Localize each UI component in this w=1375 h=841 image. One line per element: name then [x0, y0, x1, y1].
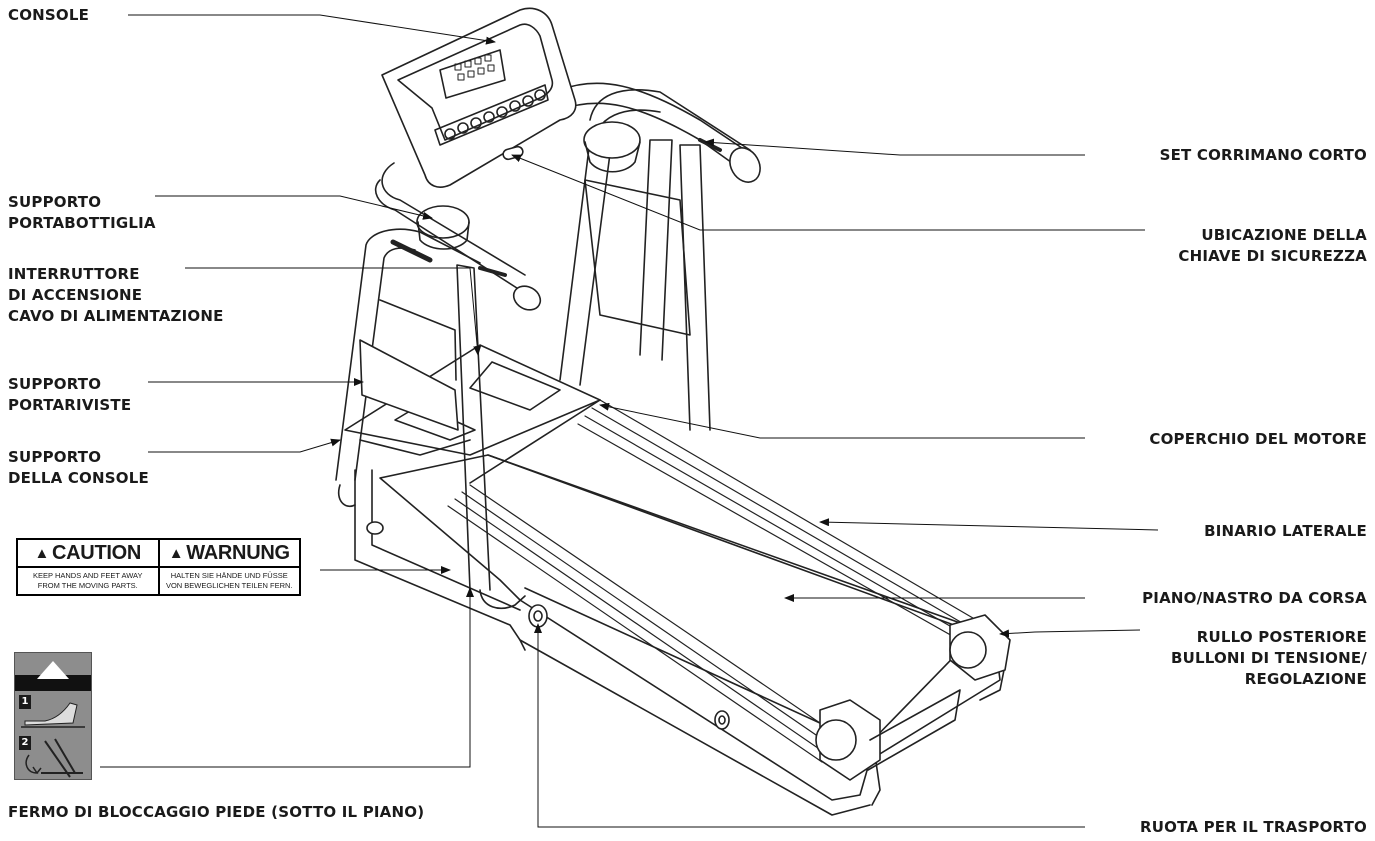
arrow-up-icon: [15, 661, 91, 691]
label-interruttore: INTERRUTTORE DI ACCENSIONE CAVO DI ALIME…: [8, 265, 224, 325]
foot-icon: [21, 702, 85, 728]
warning-triangle-icon: ▲: [168, 544, 184, 562]
label-fermo-bloccaggio: FERMO DI BLOCCAGGIO PIEDE (SOTTO IL PIAN…: [8, 803, 425, 821]
motor-cover: [344, 344, 601, 456]
handrail-left: [374, 162, 542, 311]
warning-triangle-icon: ▲: [34, 544, 50, 562]
caution-sticker: ▲ CAUTION KEEP HANDS AND FEET AWAY FROM …: [16, 538, 301, 596]
label-binario-laterale: BINARIO LATERALE: [1204, 522, 1367, 540]
caution-panel: ▲ CAUTION KEEP HANDS AND FEET AWAY FROM …: [18, 540, 158, 594]
rear-roller-caps: [815, 614, 1011, 781]
label-rullo-posteriore: RULLO POSTERIORE BULLONI DI TENSIONE/ RE…: [1170, 628, 1367, 688]
label-set-corrimano: SET CORRIMANO CORTO: [1159, 146, 1367, 164]
caution-text-line: KEEP HANDS AND FEET AWAY: [33, 571, 143, 580]
bottle-holder: [416, 205, 470, 250]
fold-lever-icon: [25, 738, 83, 778]
label-supporto-portariviste: SUPPORTO PORTARIVISTE: [8, 375, 132, 414]
warnung-panel: ▲ WARNUNG HALTEN SIE HÄNDE UND FÜSSE VON…: [157, 540, 299, 594]
label-piano-nastro: PIANO/NASTRO DA CORSA: [1142, 589, 1367, 607]
step-number: 1: [19, 695, 31, 709]
step-number: 2: [19, 736, 31, 750]
warnung-text-line: VON BEWEGLICHEN TEILEN FERN.: [165, 581, 293, 590]
caution-text-line: FROM THE MOVING PARTS.: [37, 581, 138, 590]
handrail-right: [559, 82, 761, 183]
label-ubicazione-chiave: UBICAZIONE DELLA CHIAVE DI SICUREZZA: [1178, 226, 1367, 265]
caution-title: CAUTION: [52, 541, 142, 564]
label-supporto-portabottiglia: SUPPORTO PORTABOTTIGLIA: [8, 193, 156, 232]
transport-wheels: [366, 521, 730, 730]
warnung-text-line: HALTEN SIE HÄNDE UND FÜSSE: [170, 571, 288, 580]
label-supporto-console: SUPPORTO DELLA CONSOLE: [8, 448, 149, 487]
uprights-back: [559, 89, 751, 431]
warnung-title: WARNUNG: [186, 541, 290, 564]
foot-lock-pictogram: 1 2: [14, 652, 92, 780]
console-unit: [381, 7, 577, 188]
leader-lines: [100, 14, 1159, 828]
label-coperchio-motore: COPERCHIO DEL MOTORE: [1149, 430, 1367, 448]
label-console: CONSOLE: [8, 6, 90, 24]
running-deck: [379, 399, 1001, 801]
label-ruota-trasporto: RUOTA PER IL TRASPORTO: [1140, 818, 1367, 836]
